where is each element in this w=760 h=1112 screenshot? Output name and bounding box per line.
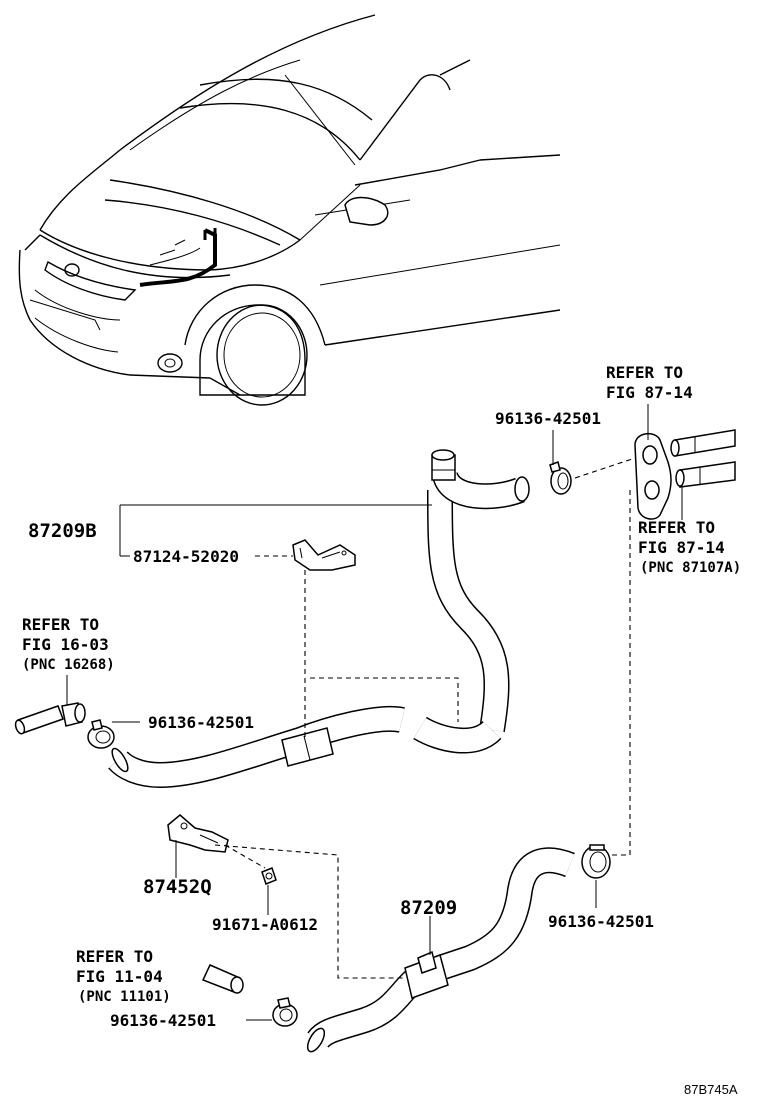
figure-id: 87B745A [684, 1082, 738, 1097]
ref-fig11-line1: REFER TO [76, 947, 153, 966]
ref-fig16-line1: REFER TO [22, 615, 99, 634]
label-clamp-lower-left: 96136-42501 [110, 1011, 216, 1030]
bracket-87124 [292, 539, 356, 571]
clamp-lower-left [272, 997, 298, 1027]
ref-fig87-right-line2: FIG 87-14 [638, 538, 725, 557]
connector-part [634, 429, 736, 520]
bolt-91671 [261, 867, 277, 885]
label-91671: 91671-A0612 [212, 915, 318, 934]
label-87452q: 87452Q [143, 876, 212, 898]
callout-labels: 87209B 87124-52020 96136-42501 96136-425… [22, 363, 741, 1097]
label-87209: 87209 [400, 897, 457, 919]
bracket-87452q [167, 814, 229, 853]
ref-fig87-top-line1: REFER TO [606, 363, 683, 382]
lower-hose [306, 847, 575, 1053]
ref-fig16-line2: FIG 16-03 [22, 635, 109, 654]
ref-fig87-right-line1: REFER TO [638, 518, 715, 537]
label-clamp-mid-left: 96136-42501 [148, 713, 254, 732]
ref-fig11-line2: FIG 11-04 [76, 967, 163, 986]
clamp-mid-left [87, 719, 115, 749]
ref-fig16-line3: (PNC 16268) [22, 657, 115, 673]
ref-fig11-line3: (PNC 11101) [78, 989, 171, 1005]
leader-lines [66, 404, 683, 1021]
clamp-upper [549, 461, 572, 495]
ref-fig87-top-line2: FIG 87-14 [606, 383, 693, 402]
label-clamp-upper: 96136-42501 [495, 409, 601, 428]
label-87209b: 87209B [28, 520, 97, 542]
vehicle-illustration [18, 14, 561, 406]
ref-fig87-right-line3: (PNC 87107A) [640, 560, 741, 576]
label-clamp-lower-right: 96136-42501 [548, 912, 654, 931]
upper-hose [108, 449, 530, 788]
label-87124: 87124-52020 [133, 547, 239, 566]
clamp-lower-right [581, 844, 611, 879]
pipe-fig16 [14, 702, 86, 735]
pipe-fig11 [201, 964, 244, 994]
